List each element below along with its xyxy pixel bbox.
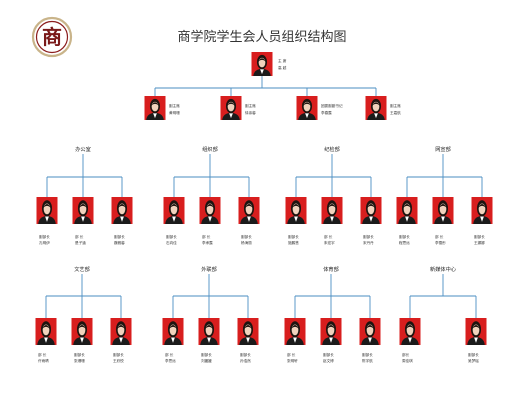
- member-name: 王欣悦: [113, 358, 124, 363]
- vice-chair-name: 李春露: [321, 110, 332, 115]
- photo-member: [111, 197, 133, 224]
- logo-glyph: 商: [42, 25, 62, 49]
- department-name: 网宣部: [435, 145, 451, 153]
- member-title: 副部长: [114, 234, 125, 239]
- photo-vice-chair: [296, 96, 318, 120]
- member-name: 刘媛媛: [201, 358, 212, 363]
- vice-chair-title: 团委副副书记: [321, 103, 343, 108]
- photo-member: [284, 318, 306, 345]
- member-name: 陈宇航: [362, 358, 373, 363]
- member-title: 部 长: [38, 352, 47, 357]
- photo-vice-chair: [365, 96, 387, 120]
- photo-member: [396, 197, 418, 224]
- member-name: 朱宏宇: [324, 240, 335, 245]
- photo-member: [71, 318, 93, 345]
- member-title: 部 长: [324, 234, 333, 239]
- member-title: 副部长: [241, 234, 252, 239]
- member-name: 石向佳: [166, 240, 177, 245]
- vice-chair-name: 徐亲馨: [245, 110, 256, 115]
- member-title: 副部长: [74, 352, 85, 357]
- member-title: 副部长: [399, 234, 410, 239]
- chairman-title: 主 席: [278, 58, 287, 63]
- photo-member: [471, 197, 493, 224]
- member-name: 周佳琪: [402, 358, 413, 363]
- photo-member: [465, 318, 487, 345]
- member-name: 魏雅馨: [114, 240, 125, 245]
- vice-chair-title: 副主席: [169, 103, 180, 108]
- college-logo: 商: [31, 16, 73, 58]
- photo-member: [35, 318, 57, 345]
- member-title: 部 长: [435, 234, 444, 239]
- member-name: 许雨晴: [38, 358, 49, 363]
- department-name: 组织部: [202, 145, 218, 153]
- member-name: 李雪彤: [435, 240, 446, 245]
- photo-member: [163, 197, 185, 224]
- member-name: 赵文博: [323, 358, 334, 363]
- connector-lines: [45, 76, 483, 318]
- member-name: 李思远: [165, 358, 176, 363]
- member-title: 副部长: [166, 234, 177, 239]
- member-title: 副部长: [288, 234, 299, 239]
- photo-vice-chair: [220, 96, 242, 120]
- photo-member: [432, 197, 454, 224]
- photo-member: [399, 318, 421, 345]
- member-name: 是子涵: [75, 240, 86, 245]
- member-title: 副部长: [39, 234, 50, 239]
- org-nodes: 主 席高 越副主席黄明珊副主席徐亲馨团委副副书记李春露副主席王嘉航办公室副部长孔…: [35, 52, 493, 363]
- photo-member: [198, 318, 220, 345]
- member-name: 张明轩: [287, 358, 298, 363]
- member-title: 副部长: [468, 352, 479, 357]
- member-title: 部 长: [75, 234, 84, 239]
- member-name: 程思远: [399, 240, 410, 245]
- vice-chair-name: 黄明珊: [169, 110, 180, 115]
- chart-title: 商学院学生会人员组织结构图: [177, 29, 346, 45]
- member-title: 副部长: [363, 234, 374, 239]
- member-name: 杨海丽: [241, 240, 252, 245]
- photo-member: [162, 318, 184, 345]
- photo-member: [36, 197, 58, 224]
- photo-member: [199, 197, 221, 224]
- vice-chair-title: 副主席: [390, 103, 401, 108]
- photo-member: [110, 318, 132, 345]
- department-name: 办公室: [75, 145, 91, 153]
- member-title: 副部长: [323, 352, 334, 357]
- photo-vice-chair: [144, 96, 166, 120]
- member-name: 孔明伊: [39, 240, 50, 245]
- photo-member: [360, 197, 382, 224]
- department-name: 外联部: [201, 265, 217, 273]
- member-title: 部长: [402, 352, 410, 357]
- photo-member: [321, 197, 343, 224]
- member-name: 孙浩然: [240, 358, 251, 363]
- department-name: 文艺部: [74, 265, 90, 273]
- member-name: 张珊珊: [74, 358, 85, 363]
- member-title: 副部长: [201, 352, 212, 357]
- member-name: 李承露: [202, 240, 213, 245]
- photo-member: [359, 318, 381, 345]
- member-title: 部 长: [202, 234, 211, 239]
- member-name: 王娜娜: [474, 240, 485, 245]
- chairman-name: 高 越: [278, 65, 287, 70]
- member-title: 副部长: [113, 352, 124, 357]
- photo-chairman: [251, 52, 273, 76]
- photo-member: [72, 197, 94, 224]
- photo-member: [320, 318, 342, 345]
- vice-chair-name: 王嘉航: [390, 110, 401, 115]
- photo-member: [238, 197, 260, 224]
- vice-chair-title: 副主席: [245, 103, 256, 108]
- member-title: 部 长: [287, 352, 296, 357]
- department-name: 纪检部: [324, 145, 340, 153]
- member-name: 吴梦瑶: [468, 358, 479, 363]
- member-title: 部 长: [165, 352, 174, 357]
- department-name: 体育部: [323, 265, 339, 273]
- photo-member: [237, 318, 259, 345]
- photo-member: [285, 197, 307, 224]
- member-title: 副部长: [474, 234, 485, 239]
- member-title: 副部长: [240, 352, 251, 357]
- member-name: 施鹏慧: [288, 240, 299, 245]
- member-name: 宋丹丹: [363, 240, 374, 245]
- member-title: 副部长: [362, 352, 373, 357]
- department-name: 新媒体中心: [430, 265, 456, 273]
